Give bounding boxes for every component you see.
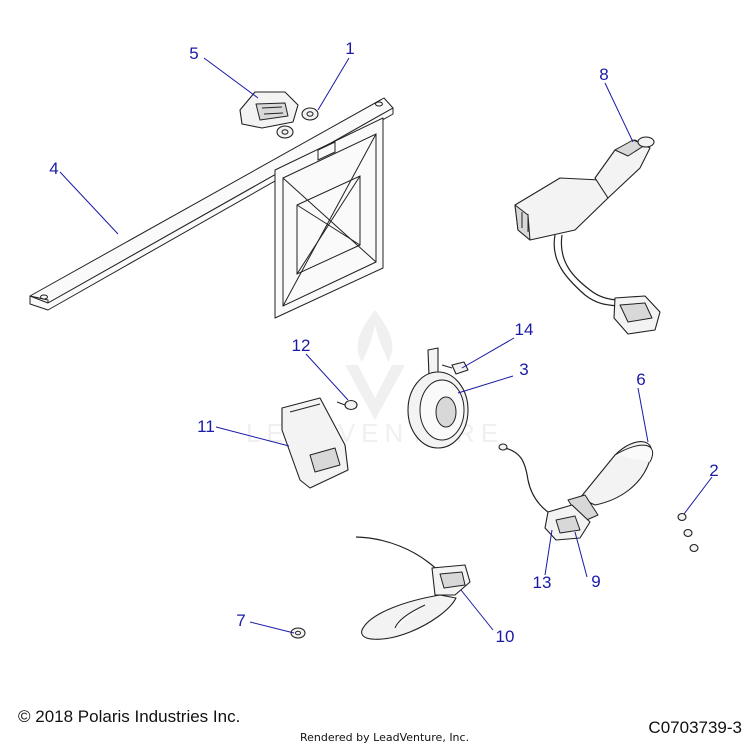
callout-3: 3 xyxy=(519,360,528,379)
callout-8: 8 xyxy=(599,65,608,84)
callout-5: 5 xyxy=(189,44,198,63)
plate-bracket-part xyxy=(281,397,349,489)
diagram-id: C0703739-3 xyxy=(648,718,742,737)
light-housing-part xyxy=(239,91,299,129)
callout-11: 11 xyxy=(197,417,215,436)
callout-13: 13 xyxy=(533,573,552,592)
connector-harness-part xyxy=(514,136,661,335)
rendered-by-text: Rendered by LeadVenture, Inc. xyxy=(300,731,470,744)
signal-mount-part-9 xyxy=(498,443,591,541)
callout-labels: 1 5 4 8 12 14 3 11 6 2 13 9 10 7 xyxy=(49,39,718,646)
callout-4: 4 xyxy=(49,159,58,178)
callout-6: 6 xyxy=(636,370,645,389)
nut-part-2 xyxy=(677,512,699,553)
leader-lines xyxy=(59,57,713,634)
turn-signal-part-10 xyxy=(355,536,471,640)
turn-signal-part-6 xyxy=(567,441,653,523)
nut-part-7 xyxy=(290,627,306,639)
callout-10: 10 xyxy=(496,627,515,646)
plate-frame-part xyxy=(274,117,384,319)
bolt-part-12 xyxy=(336,399,358,411)
callout-1: 1 xyxy=(345,39,354,58)
nut-part-1 xyxy=(276,107,319,139)
bracket-bar-part xyxy=(29,97,394,311)
callout-9: 9 xyxy=(591,572,600,591)
callout-7: 7 xyxy=(236,611,245,630)
bolt-part-14 xyxy=(441,361,469,375)
copyright-text: © 2018 Polaris Industries Inc. xyxy=(18,707,241,726)
callout-12: 12 xyxy=(292,336,311,355)
callout-2: 2 xyxy=(709,461,718,480)
callout-14: 14 xyxy=(515,320,534,339)
horn-part xyxy=(407,347,469,449)
